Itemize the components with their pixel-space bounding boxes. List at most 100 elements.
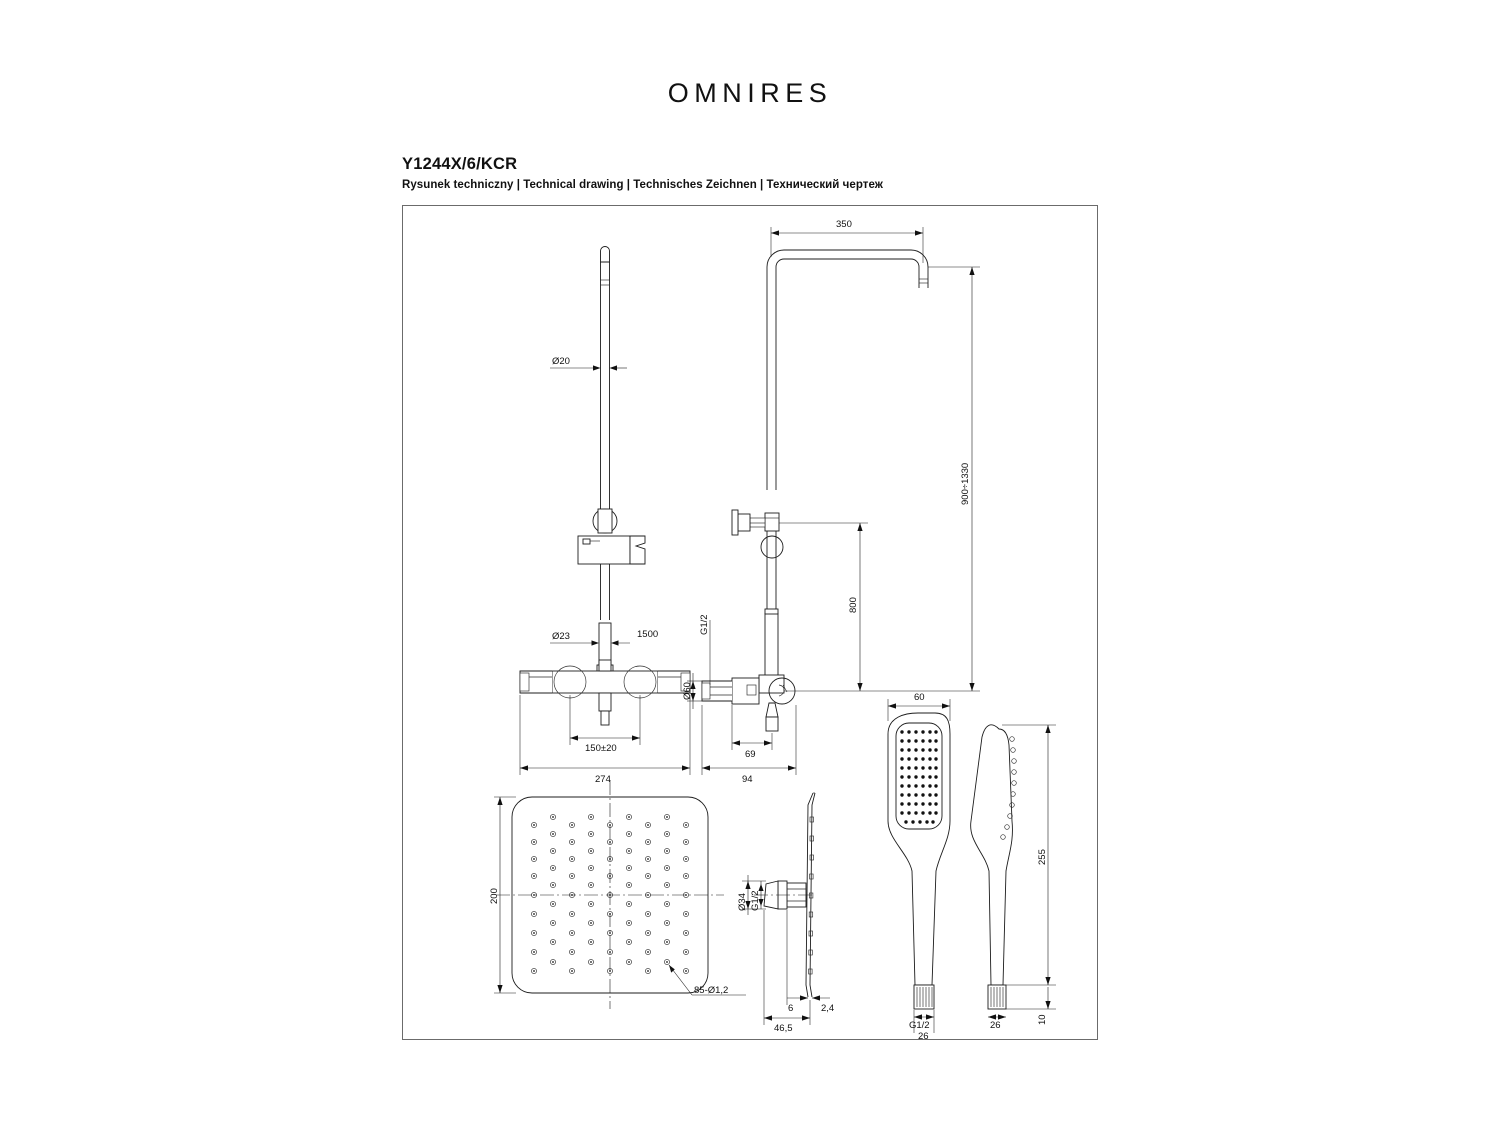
nozzle-row — [645, 968, 651, 974]
dim-label-1500: 1500 — [637, 629, 658, 640]
view-shower-rail-front: Ø20 Ø23 1500 150±20 — [519, 246, 691, 785]
nozzle-row — [550, 865, 556, 871]
nozzle-row — [645, 911, 651, 917]
nozzle-row — [588, 814, 594, 820]
nozzle-row — [683, 822, 689, 828]
nozzle-row — [531, 856, 537, 862]
nozzle-row — [683, 856, 689, 862]
label-g12-head: G1/2 — [750, 881, 764, 911]
nozzle-row — [626, 901, 632, 907]
dim-label-nozzles: 85-Ø1,2 — [694, 985, 728, 996]
nozzle-row — [664, 865, 670, 871]
dim-label-24: 2,4 — [821, 1003, 834, 1014]
mixer-body — [519, 659, 691, 726]
dim-274: 274 — [519, 695, 691, 785]
nozzle-row — [588, 920, 594, 926]
dim-label-hand-26a: 26 — [918, 1031, 929, 1040]
view-overhead-shower-side: Ø34 G1/2 6 2,4 — [737, 792, 834, 1034]
dim-350: 350 — [770, 219, 924, 263]
brand-title: OMNIRES — [667, 78, 833, 108]
nozzle-row — [550, 814, 556, 820]
dim-label-d20: Ø20 — [552, 356, 570, 367]
dim-label-d60: Ø60 — [682, 682, 693, 700]
nozzle-row — [531, 968, 537, 974]
dim-60: 60 — [887, 692, 951, 721]
nozzle-row — [626, 959, 632, 965]
dim-800: 800 — [779, 522, 868, 691]
nozzle-row — [664, 848, 670, 854]
riser-valve-body — [701, 674, 796, 732]
dim-label-150: 150±20 — [585, 743, 617, 754]
nozzle-row — [645, 949, 651, 955]
nozzle-row — [607, 968, 613, 974]
callout-nozzles: 85-Ø1,2 — [668, 964, 746, 996]
dim-10: 10 — [1006, 987, 1056, 1025]
view-hand-shower-front: 60 G1/2 26 — [887, 692, 951, 1040]
dim-hand-26b: 26 — [988, 1014, 1006, 1031]
dim-label-94: 94 — [742, 774, 753, 785]
nozzle-row — [607, 856, 613, 862]
dim-label-274: 274 — [595, 774, 611, 785]
dim-label-g12-riser: G1/2 — [699, 614, 710, 635]
nozzle-row — [607, 873, 613, 879]
dim-label-200: 200 — [489, 888, 500, 904]
dim-label-d34: Ø34 — [737, 893, 748, 911]
dim-label-69: 69 — [745, 749, 756, 760]
nozzle-row — [645, 839, 651, 845]
nozzle-row — [645, 856, 651, 862]
nozzle-row — [626, 882, 632, 888]
dim-height-range: 900÷1330 — [784, 266, 980, 692]
view-riser-side: 350 900÷1330 800 — [682, 219, 980, 785]
nozzle-row — [626, 814, 632, 820]
dim-6: 6 — [786, 910, 808, 1014]
diverter-handle — [731, 509, 780, 536]
dim-200: 200 — [489, 796, 516, 994]
nozzle-row — [626, 831, 632, 837]
dim-label-60: 60 — [914, 692, 925, 703]
dim-label-800: 800 — [848, 597, 859, 613]
nozzle-row — [645, 892, 651, 898]
nozzle-row — [569, 949, 575, 955]
dim-255: 255 — [1002, 724, 1056, 986]
nozzle-row — [683, 968, 689, 974]
nozzle-row — [569, 968, 575, 974]
dim-label-d23: Ø23 — [552, 631, 570, 642]
nozzle-row — [588, 901, 594, 907]
nozzle-row — [626, 939, 632, 945]
dim-94: 94 — [701, 705, 797, 785]
nozzle-row — [588, 939, 594, 945]
nozzle-row — [550, 939, 556, 945]
hand-shower-knurl — [916, 987, 933, 1007]
nozzle-row — [683, 839, 689, 845]
nozzle-row — [664, 882, 670, 888]
hand-shower-side-nozzles — [1000, 736, 1017, 840]
dim-d34: Ø34 — [737, 875, 766, 915]
nozzle-row — [607, 822, 613, 828]
hand-shower-side-knurl — [990, 987, 1004, 1007]
nozzle-row — [531, 873, 537, 879]
drawing-subtitle: Rysunek techniczny | Technical drawing |… — [402, 179, 883, 191]
label-g12-riser: G1/2 — [699, 614, 711, 685]
nozzle-row — [588, 831, 594, 837]
nozzle-row — [569, 930, 575, 936]
dim-label-255: 255 — [1037, 849, 1048, 865]
nozzle-row — [683, 892, 689, 898]
dim-label-hand-g12: G1/2 — [909, 1020, 930, 1031]
dim-label-6: 6 — [788, 1003, 793, 1014]
side-nozzle-ticks — [808, 816, 814, 975]
nozzle-row — [569, 839, 575, 845]
nozzle-row — [645, 873, 651, 879]
nozzle-row — [531, 911, 537, 917]
nozzle-row — [588, 882, 594, 888]
nozzle-row — [550, 920, 556, 926]
nozzle-row — [607, 930, 613, 936]
nozzle-row — [550, 882, 556, 888]
nozzle-row — [664, 901, 670, 907]
dim-465: 46,5 — [763, 910, 811, 1034]
dim-150: 150±20 — [569, 695, 641, 754]
nozzle-row — [607, 839, 613, 845]
nozzle-row — [531, 839, 537, 845]
product-code: Y1244X/6/KCR — [402, 155, 518, 173]
dim-label-g12-head: G1/2 — [750, 890, 761, 911]
